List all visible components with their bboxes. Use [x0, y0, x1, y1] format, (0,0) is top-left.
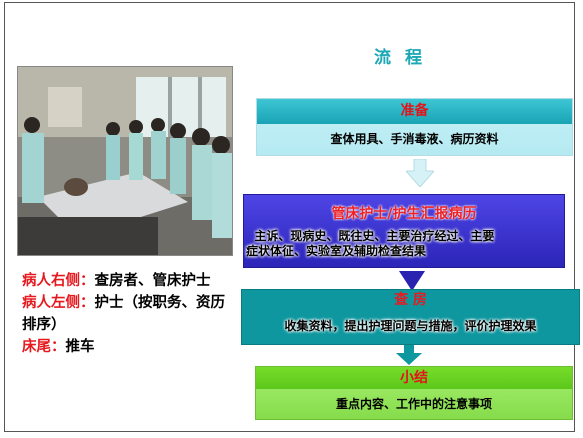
- note-text: 查房者、管床护士: [94, 273, 211, 289]
- flow-step-round: 查 房 收集资料，提出护理问题与措施，评价护理效果: [241, 289, 580, 345]
- flow-step-summary: 小结 重点内容、工作中的注意事项: [255, 366, 573, 420]
- flow-step-prepare: 准备 查体用具、手消毒液、病历资料: [256, 98, 573, 156]
- down-arrow-icon: [396, 345, 422, 365]
- down-arrow-icon: [399, 271, 425, 291]
- note-bed-end: 床尾：推车: [22, 336, 232, 358]
- step-content: 主诉、现病史、既往史、主要治疗经过、主要 症状体征、实验室及辅助检查结果: [244, 223, 564, 259]
- note-label: 病人左侧：: [22, 295, 95, 311]
- note-label: 病人右侧：: [22, 273, 95, 289]
- step-title: 小结: [256, 367, 572, 389]
- step-title: 准备: [257, 99, 572, 124]
- step-title: 查 房: [394, 292, 427, 308]
- flow-step-report: 管床护士/护生汇报病历 主诉、现病史、既往史、主要治疗经过、主要 症状体征、实验…: [243, 194, 565, 268]
- step-content: 重点内容、工作中的注意事项: [335, 397, 492, 411]
- note-text: 护士（按职务、资历排序）: [22, 295, 225, 333]
- down-arrow-icon: [406, 159, 434, 187]
- page-title: 流 程: [374, 48, 426, 68]
- ward-round-photo: [17, 66, 233, 256]
- step-content-line: 症状体征、实验室及辅助检查结果: [246, 244, 427, 258]
- note-text: 推车: [65, 339, 95, 355]
- step-content: 查体用具、手消毒液、病历资料: [330, 132, 499, 146]
- note-left-side: 病人左侧：护士（按职务、资历排序）: [22, 292, 232, 336]
- position-notes: 病人右侧：查房者、管床护士 病人左侧：护士（按职务、资历排序） 床尾：推车: [22, 270, 232, 358]
- step-content-line: 主诉、现病史、既往史、主要治疗经过、主要: [246, 229, 495, 243]
- step-title: 管床护士/护生汇报病历: [331, 206, 477, 222]
- note-right-side: 病人右侧：查房者、管床护士: [22, 270, 232, 292]
- note-label: 床尾：: [22, 339, 66, 355]
- step-content: 收集资料，提出护理问题与措施，评价护理效果: [284, 319, 537, 333]
